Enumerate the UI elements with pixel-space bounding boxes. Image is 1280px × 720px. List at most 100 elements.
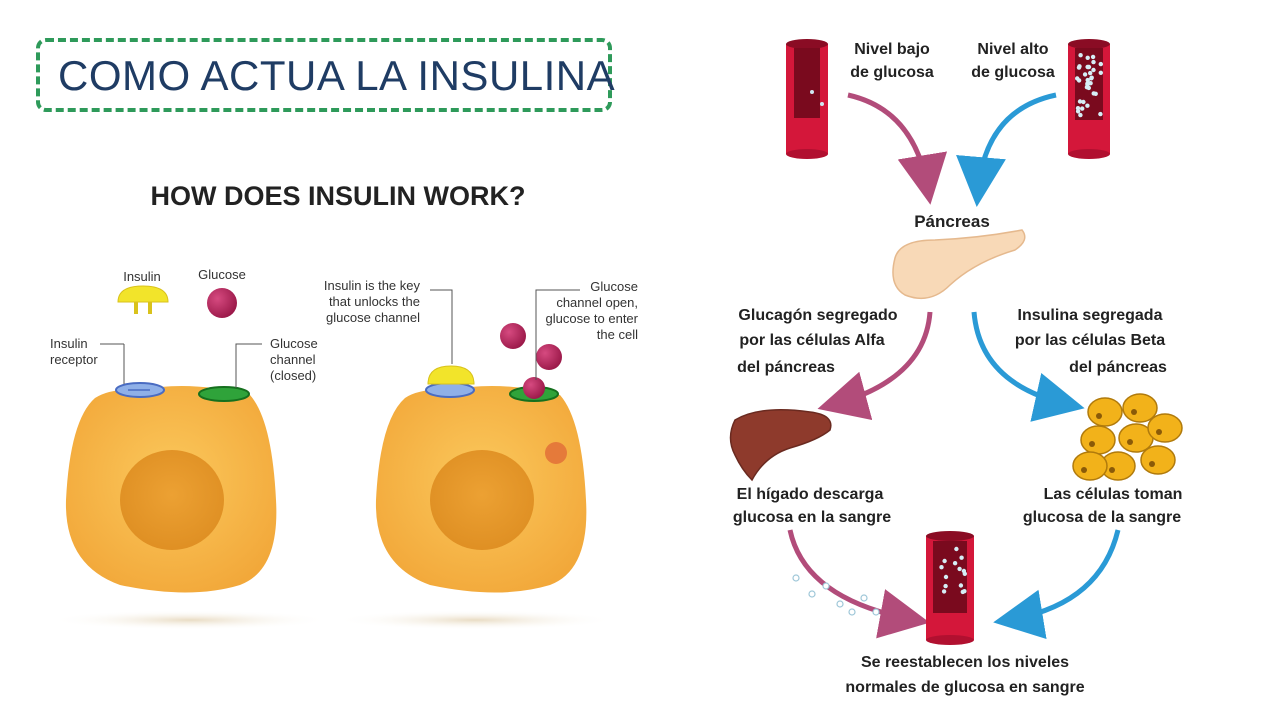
- glucose-dot: [943, 583, 948, 589]
- glucose-dot: [1078, 112, 1083, 118]
- open-channel-label-3: glucose to enter: [545, 311, 638, 326]
- glucose-dot: [1082, 72, 1088, 77]
- cell-shadow: [335, 610, 615, 630]
- glucose-dot: [1075, 109, 1081, 114]
- glucose-dot: [1085, 103, 1090, 108]
- body-cell-nucleus: [1131, 409, 1137, 415]
- key-label-1: Insulin is the key: [324, 278, 421, 293]
- glucose-dot: [1085, 55, 1090, 60]
- insulin-receptor-icon: [425, 382, 475, 398]
- glucose-dot: [1078, 53, 1083, 58]
- high-glucose-label-1: Nivel alto: [977, 41, 1048, 58]
- insulin-legend-label: Insulin: [123, 269, 161, 284]
- normal-glucose-dots: [939, 546, 967, 595]
- body-cell-nucleus: [1096, 413, 1102, 419]
- glucagon-label-2: por las células Alfa: [739, 332, 884, 349]
- glucose-dot: [1075, 106, 1081, 111]
- pancreas-icon: [892, 229, 1026, 300]
- body-cells-icon: [1072, 393, 1183, 481]
- liver-to-normal-arrow: [787, 529, 930, 639]
- slide-title-frame: [36, 38, 612, 112]
- glucose-molecule-icon: [207, 288, 237, 318]
- glucose-dot: [1091, 67, 1096, 73]
- open-channel-label-1: Glucose: [590, 279, 638, 294]
- insulin-figure-heading: HOW DOES INSULIN WORK?: [151, 181, 526, 211]
- glucose-dot: [1098, 70, 1104, 76]
- low-glucose-label-1: Nivel bajo: [854, 41, 930, 58]
- high-to-pancreas-arrow: [956, 92, 1057, 207]
- low-glucose-vessel-icon: [786, 39, 828, 159]
- liver-label-1: El hígado descarga: [737, 486, 884, 503]
- glucose-legend-label: Glucose: [198, 267, 246, 282]
- glucose-dot: [954, 546, 959, 552]
- low-to-pancreas-arrow: [847, 92, 948, 205]
- absorbed-glucose-icon: [545, 442, 567, 464]
- glucose-dot: [822, 582, 830, 590]
- body-cell: [1072, 451, 1108, 481]
- glucose-dot: [952, 561, 958, 566]
- cells-label-2: glucosa de la sangre: [1023, 509, 1181, 526]
- callout-line: [535, 289, 580, 380]
- key-label-2: that unlocks the: [329, 294, 420, 309]
- glucose-dot: [959, 555, 964, 560]
- liver-label-2: glucosa en la sangre: [733, 509, 891, 526]
- glucose-dot: [808, 590, 816, 598]
- glucose-dot: [1090, 54, 1096, 60]
- key-label-3: glucose channel: [326, 310, 420, 325]
- glucose-dot: [1085, 81, 1090, 86]
- insulin-receptor-label-2: receptor: [50, 352, 98, 367]
- callout-line: [235, 343, 262, 388]
- open-channel-label-2: channel open,: [556, 295, 638, 310]
- glucose-dot: [958, 583, 964, 588]
- glucagon-arrow: [817, 311, 933, 421]
- insulin-molecule-icon: [117, 285, 169, 314]
- liver-icon: [729, 409, 832, 482]
- slide-title: COMO ACTUA LA INSULINA: [58, 52, 616, 99]
- pancreas-label: Páncreas: [914, 212, 990, 231]
- glucose-dot: [943, 574, 949, 580]
- glucose-dot: [848, 608, 856, 616]
- glucose-dot: [942, 558, 947, 564]
- glucose-dot: [792, 574, 800, 582]
- glucose-dot: [1098, 61, 1104, 67]
- cell-shadow: [50, 610, 330, 630]
- glucose-channel-label-3: (closed): [270, 368, 316, 383]
- cells-label-1: Las células toman: [1044, 486, 1183, 503]
- glucose-dot: [1085, 77, 1090, 83]
- glucose-dot: [1091, 91, 1096, 96]
- glucose-dot: [872, 608, 880, 616]
- released-glucose-dots: [792, 574, 880, 616]
- high-glucose-label-2: de glucosa: [971, 64, 1055, 81]
- normal-label-1: Se reestablecen los niveles: [861, 654, 1069, 671]
- cell-nucleus: [120, 450, 224, 550]
- entering-glucose-icon: [523, 377, 545, 399]
- insulin-receptor-label-1: Insulin: [50, 336, 88, 351]
- glucose-dot: [962, 571, 967, 576]
- glucose-molecule-icon: [536, 344, 562, 370]
- glucose-dot: [1084, 85, 1090, 90]
- glucose-dot: [860, 594, 868, 602]
- body-cell-nucleus: [1081, 467, 1087, 473]
- normal-glucose-vessel-icon: [926, 531, 974, 645]
- body-cell-nucleus: [1127, 439, 1133, 445]
- body-cell: [1140, 445, 1176, 475]
- glucose-molecule-icon: [500, 323, 526, 349]
- callout-line: [430, 289, 453, 364]
- body-cell: [1087, 397, 1123, 427]
- glucose-channel-label-2: channel: [270, 352, 316, 367]
- glucose-dot: [957, 566, 962, 572]
- glucose-dot: [1089, 75, 1094, 80]
- glucose-dot: [1080, 106, 1085, 111]
- open-channel-label-4: the cell: [597, 327, 638, 342]
- glucose-dot: [941, 589, 947, 594]
- insulin-secretion-label-1: Insulina segregada: [1018, 307, 1163, 324]
- body-cell-nucleus: [1156, 429, 1162, 435]
- body-cell: [1080, 425, 1116, 455]
- glucose-dot: [1086, 64, 1091, 70]
- glucose-dot: [960, 589, 965, 595]
- cell-nucleus: [430, 450, 534, 550]
- glucose-channel-closed-icon: [198, 386, 250, 402]
- bound-insulin-icon: [427, 365, 475, 385]
- glucose-dot: [1075, 76, 1080, 81]
